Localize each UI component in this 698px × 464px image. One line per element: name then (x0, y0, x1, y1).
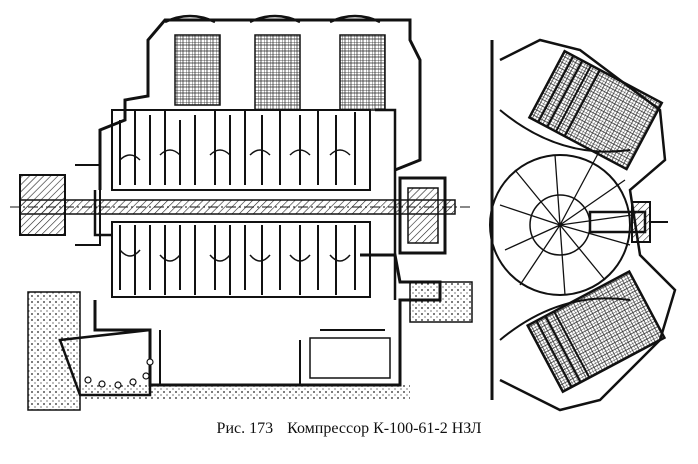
caption-prefix: Рис. (216, 420, 246, 437)
figure-caption: Рис. 173 Компрессор К-100-61-2 НЗЛ (0, 420, 698, 438)
outer-casing (499, 38, 677, 412)
cross-section (489, 38, 677, 412)
bearing-left (19, 174, 66, 236)
foundation-base (80, 385, 410, 399)
impeller (489, 109, 633, 341)
rotor-shaft (10, 199, 470, 215)
bearing-right (398, 176, 447, 255)
longitudinal-section (10, 14, 473, 411)
stages-lower (111, 221, 371, 298)
stages-upper (111, 109, 371, 191)
lower-casing (93, 253, 442, 387)
foundation-left (27, 291, 81, 411)
intercoolers (164, 14, 386, 111)
caption-title: Компрессор К-100-61-2 НЗЛ (287, 420, 482, 437)
nozzle (58, 328, 152, 397)
caption-number: 173 (249, 420, 274, 437)
cooler-upper (527, 49, 664, 171)
flange-bolts (84, 358, 154, 389)
cooler-lower (525, 269, 667, 394)
